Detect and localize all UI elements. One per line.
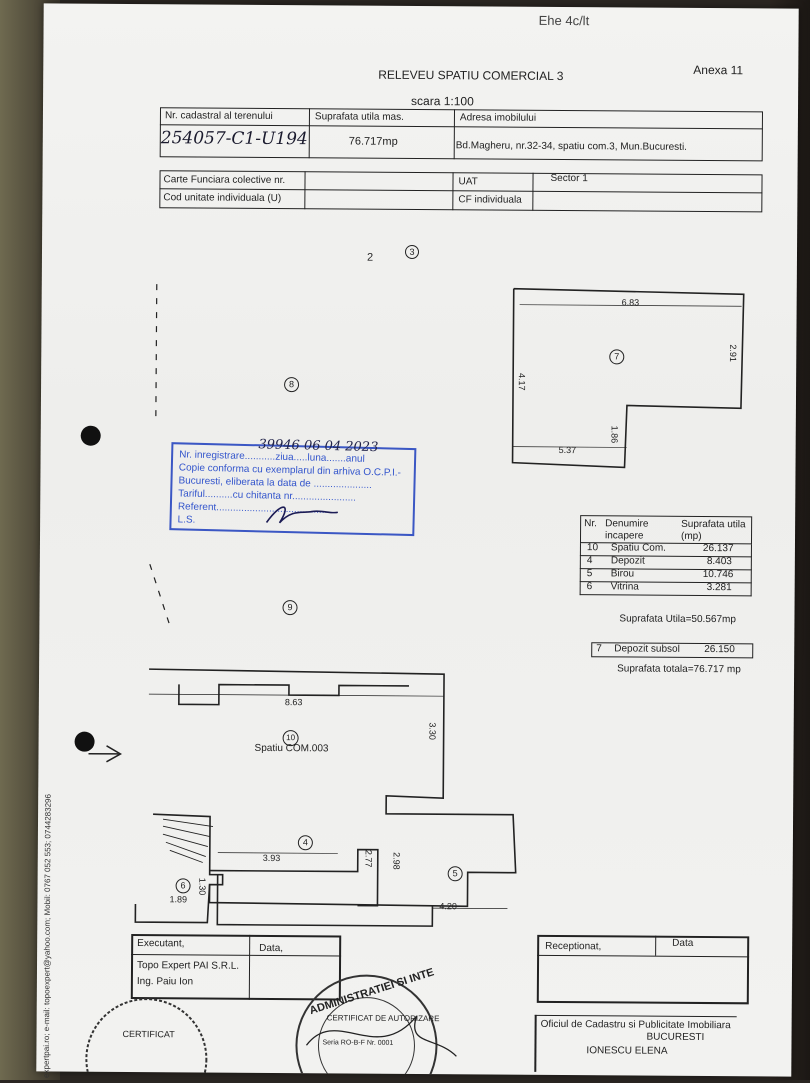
left-seal-text: CERTIFICAT bbox=[123, 1029, 175, 1039]
seal-inner-text: CERTIFICAT DE AUTORIZARE bbox=[327, 1013, 440, 1023]
seals bbox=[36, 3, 798, 1076]
seal-serial: Seria RO-B-F Nr. 0001 bbox=[322, 1039, 393, 1046]
document-page: Ehe 4c/lt Anexa 11 RELEVEU SPATIU COMERC… bbox=[36, 3, 798, 1076]
